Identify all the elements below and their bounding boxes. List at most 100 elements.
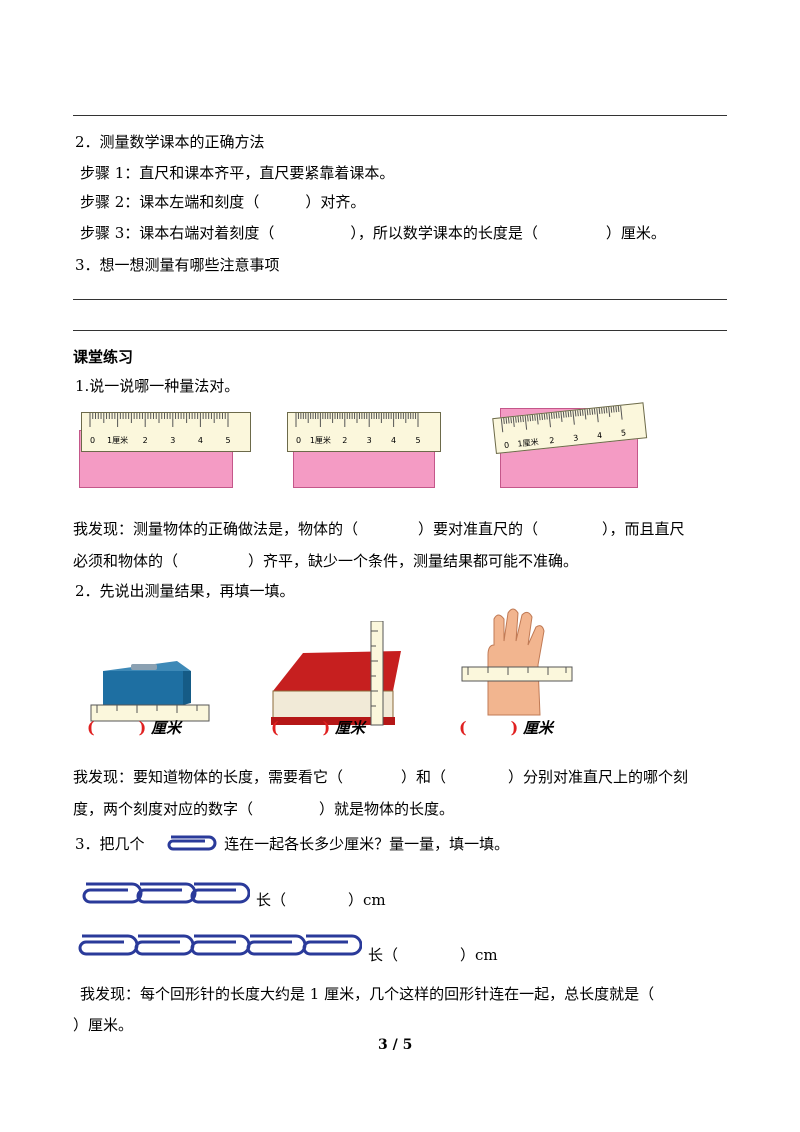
q2-picture-strip: () 厘米 () 厘米 () 厘米	[73, 608, 583, 739]
ruler-tick	[546, 413, 548, 420]
ruler-tick	[593, 408, 596, 415]
finding2-line2-a: 度，两个刻度对应的数字（	[73, 800, 254, 818]
ruler-tick	[596, 408, 599, 423]
ruler-tick	[603, 407, 606, 414]
ruler-label: 5	[415, 436, 420, 445]
step3-text-c: ）厘米。	[605, 224, 666, 242]
ruler-tick	[553, 412, 555, 419]
finding2-line1-c: ）分别对准直尺上的哪个刻	[508, 768, 689, 786]
ruler-tick	[543, 413, 546, 420]
ruler-label: 1厘米	[517, 437, 539, 449]
ruler-label: 1厘米	[310, 435, 331, 445]
ruler-tick	[584, 409, 587, 420]
ruler-tick	[581, 409, 584, 416]
ruler-tick	[507, 417, 510, 424]
finding1-line1-a: 我发现：测量物体的正确做法是，物体的（	[73, 520, 359, 538]
ruler-tick	[541, 413, 543, 421]
answer-line-2	[73, 330, 727, 331]
ruler-label: 5	[225, 436, 230, 445]
length-answer-1: 长（ ）cm	[256, 889, 386, 910]
answer-line-1	[73, 299, 727, 300]
step3-text-a: 步骤 3：课本右端对着刻度（	[80, 224, 275, 242]
finding2-line2: 度，两个刻度对应的数字（ ）就是物体的长度。	[73, 798, 454, 819]
ruler-tick	[601, 407, 603, 414]
ruler-tick	[560, 411, 563, 422]
ruler-tick	[615, 406, 617, 413]
ruler-tick	[536, 414, 539, 425]
length-prefix-2: 长（	[368, 946, 399, 964]
page-number: 3 / 5	[378, 1037, 413, 1053]
finding1-line1: 我发现：测量物体的正确做法是，物体的（）要对准直尺的（），而且直尺	[73, 518, 685, 539]
ruler-label: 3	[367, 436, 372, 445]
ruler-tick	[591, 408, 594, 415]
length-prefix-1: 长（	[256, 891, 287, 909]
ruler-tick	[612, 406, 615, 413]
ruler-tick	[605, 407, 608, 414]
ruler-tick	[522, 415, 524, 423]
book-illustration	[271, 621, 401, 726]
ruler-2: 0 1厘米 2 3 4 5	[287, 412, 441, 452]
ruler-tick	[527, 415, 529, 422]
step2-text: 步骤 2：课本左端和刻度（）对齐。	[80, 191, 365, 212]
finding2-line1-a: 我发现：要知道物体的长度，需要看它（	[73, 768, 344, 786]
ruler-label: 2	[549, 436, 555, 445]
ruler-label: 3	[170, 436, 175, 445]
ruler-tick	[500, 418, 504, 433]
ruler-label: 4	[198, 436, 203, 445]
ruler-label: 0	[90, 436, 95, 445]
ruler-label: 2	[342, 436, 347, 445]
ruler-figure-2: 0 1厘米 2 3 4 5	[287, 408, 467, 488]
ruler-tick	[558, 412, 560, 419]
ruler-label: 0	[296, 436, 301, 445]
hand-illustration	[461, 608, 573, 716]
book-unit: 厘米	[334, 719, 365, 737]
ruler-tick	[574, 410, 577, 417]
ruler-tick	[555, 412, 558, 419]
step3-text-b: ），所以数学课本的长度是（	[350, 224, 538, 242]
ruler-tick	[608, 406, 611, 417]
ruler-label: 5	[621, 428, 627, 437]
book-answer: () 厘米	[271, 718, 365, 737]
ruler-tick	[538, 414, 541, 421]
ruler-label: 0	[504, 441, 510, 450]
finding2-line1: 我发现：要知道物体的长度，需要看它（）和（）分别对准直尺上的哪个刻	[73, 766, 688, 787]
length-suffix-1: ）cm	[348, 891, 386, 909]
step2-text-b: ）对齐。	[305, 193, 366, 211]
finding1-line1-c: ），而且直尺	[602, 520, 685, 538]
finding2-line2-b: ）就是物体的长度。	[319, 800, 455, 818]
ruler-tick	[589, 408, 591, 415]
finding3-line2: ）厘米。	[73, 1016, 134, 1034]
practice-heading: 课堂练习	[73, 348, 134, 366]
ruler-tick	[565, 411, 567, 418]
finding1-line2-a: 必须和物体的（	[73, 552, 179, 570]
q3-text: 3．把几个 连在一起各长多少厘米？量一量，填一填。	[75, 833, 509, 854]
hand-answer: () 厘米	[459, 718, 553, 737]
q3-text-a: 3．把几个	[75, 835, 145, 853]
ruler-label: 1厘米	[107, 435, 128, 445]
finding3-line1: 我发现：每个回形针的长度大约是 1 厘米，几个这样的回形针连在一起，总长度就是（	[80, 985, 655, 1003]
ruler-tick	[620, 405, 623, 420]
ruler-label: 4	[597, 431, 603, 440]
length-answer-2: 长（）cm	[368, 944, 498, 965]
ruler-tick	[515, 416, 517, 423]
step3-text: 步骤 3：课本右端对着刻度（ ），所以数学课本的长度是（ ）厘米。	[80, 222, 666, 243]
ruler-tick	[586, 409, 589, 416]
ruler-tick	[519, 416, 522, 423]
step1-text: 步骤 1：直尺和课本齐平，直尺要紧靠着课本。	[80, 164, 395, 182]
paperclip-chain-3-graphic	[82, 882, 250, 904]
ruler-tick	[505, 417, 508, 424]
q2-text: 2．先说出测量结果，再填一填。	[75, 582, 295, 600]
ruler-tick	[562, 411, 565, 418]
ruler-tick	[531, 414, 534, 422]
sharpener-illustration	[90, 661, 210, 722]
finding1-line2-b: ）齐平，缺少一个条件，测量结果都可能不准确。	[248, 552, 579, 570]
ruler-label: 4	[391, 436, 396, 445]
paperclip-icon	[167, 835, 217, 851]
paperclip-chain-5-graphic	[78, 934, 362, 956]
sharpener-answer: () 厘米	[87, 718, 181, 737]
